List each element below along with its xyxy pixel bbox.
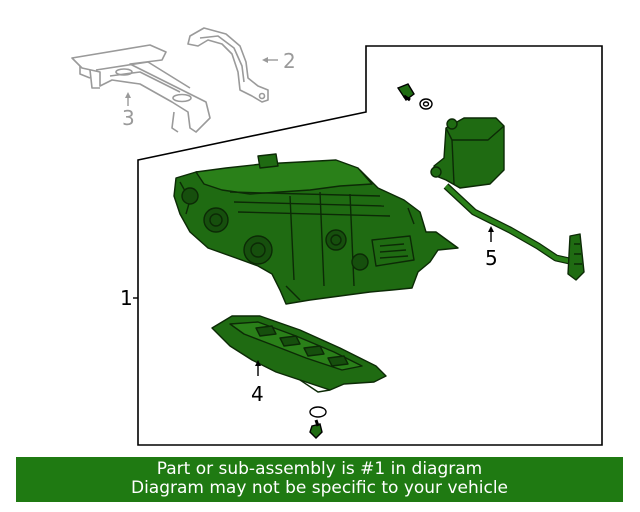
part-4-cover-plate[interactable] <box>211 315 387 393</box>
callout-1: 1 <box>120 286 133 310</box>
callout-5: 5 <box>485 246 498 270</box>
info-banner: Part or sub-assembly is #1 in diagram Di… <box>16 457 623 502</box>
bottom-bolt-and-ring[interactable] <box>309 406 327 439</box>
banner-line-2: Diagram may not be specific to your vehi… <box>130 478 508 498</box>
bolt-and-washer[interactable] <box>396 83 433 110</box>
part-1-inverter-assembly[interactable] <box>173 153 459 305</box>
part-5-sensor-harness[interactable] <box>430 117 585 281</box>
callout-4: 4 <box>251 382 264 406</box>
banner-line-1: Part or sub-assembly is #1 in diagram <box>156 459 483 479</box>
callout-2: 2 <box>283 49 296 73</box>
callout-3: 3 <box>122 106 135 130</box>
part-3-bracket[interactable] <box>71 44 211 133</box>
assembly-outline <box>137 45 603 446</box>
leader-arrows <box>125 57 494 376</box>
part-2-strap[interactable] <box>187 27 269 103</box>
